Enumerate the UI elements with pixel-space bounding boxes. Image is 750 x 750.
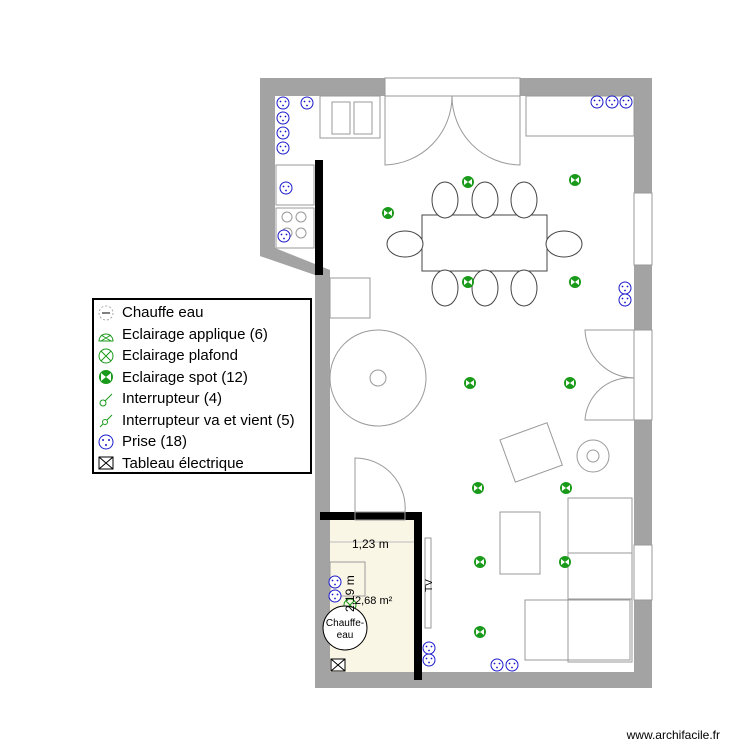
outlet-icon (300, 96, 314, 110)
outlet-icon (590, 95, 604, 109)
room-area: 2,68 m² (355, 595, 393, 607)
walls (260, 78, 652, 688)
spotlight-icon (382, 207, 394, 219)
outlet-icon (279, 181, 293, 195)
watermark: www.archifacile.fr (626, 728, 720, 742)
outlet-icon (277, 229, 291, 243)
legend-label: Interrupteur (4) (122, 390, 223, 408)
outlet-icon (422, 641, 436, 655)
spotlight-icon (559, 556, 571, 568)
outlet-icon (490, 658, 504, 672)
spotlight-icon (569, 174, 581, 186)
legend: Chauffe eau Eclairage applique (6) Eclai… (92, 298, 312, 474)
legend-item: Tableau électrique (98, 453, 306, 475)
legend-item: Eclairage applique (6) (98, 324, 306, 346)
ceiling-light-icon (98, 348, 114, 364)
outlet-icon (618, 281, 632, 295)
water-heater-label: eau (337, 630, 354, 641)
outlets (276, 95, 633, 672)
spotlight-icon (99, 370, 113, 385)
legend-label: Eclairage applique (6) (122, 325, 268, 343)
two-way-switch-icon (99, 414, 113, 428)
legend-item: Chauffe eau (98, 302, 306, 324)
water-heater-icon (322, 605, 368, 651)
spotlight-icon (462, 176, 474, 188)
electrical-panel-icon (98, 456, 114, 470)
spotlight-icon (462, 276, 474, 288)
tv-label: TV (424, 579, 435, 592)
outlet-icon (276, 126, 290, 140)
room-partition-top (320, 512, 422, 520)
outlet-icon (276, 111, 290, 125)
legend-item: Eclairage spot (12) (98, 367, 306, 389)
spot-lights (382, 174, 581, 638)
outlet-icon (605, 95, 619, 109)
switch-icon (99, 393, 113, 407)
legend-item: Prise (18) (98, 431, 306, 453)
room-width: 1,23 m (352, 537, 389, 551)
openings (275, 77, 653, 663)
room-height: 2,19 m (343, 575, 357, 612)
electrical-panel-icon (330, 658, 346, 672)
legend-label: Interrupteur va et vient (5) (122, 411, 295, 429)
outlet-icon (276, 96, 290, 110)
spotlight-icon (474, 556, 486, 568)
spotlight-icon (464, 377, 476, 389)
kitchen-partition (315, 160, 323, 275)
outlet-icon (505, 658, 519, 672)
outlet-icon (98, 434, 114, 450)
outlet-icon (328, 589, 342, 603)
spotlight-icon (472, 482, 484, 494)
outlet-icon (328, 575, 342, 589)
legend-item: Eclairage plafond (98, 345, 306, 367)
legend-label: Eclairage spot (12) (122, 368, 248, 386)
legend-item: Interrupteur va et vient (5) (98, 410, 306, 432)
water-heater-icon (98, 305, 114, 321)
spotlight-icon (474, 626, 486, 638)
legend-label: Chauffe eau (122, 304, 204, 322)
outlet-icon (276, 141, 290, 155)
wall-light-icon (98, 333, 114, 342)
spotlight-icon (564, 377, 576, 389)
room-partition-right (414, 512, 422, 680)
water-heater-label: Chauffe- (326, 618, 364, 629)
spotlight-icon (569, 276, 581, 288)
spotlight-icon (560, 482, 572, 494)
legend-label: Eclairage plafond (122, 347, 238, 365)
outlet-icon (619, 95, 633, 109)
outlet-icon (618, 293, 632, 307)
legend-item: Interrupteur (4) (98, 388, 306, 410)
outlet-icon (422, 653, 436, 667)
legend-label: Prise (18) (122, 433, 188, 451)
dining-table (386, 181, 583, 307)
legend-label: Tableau électrique (122, 454, 244, 472)
